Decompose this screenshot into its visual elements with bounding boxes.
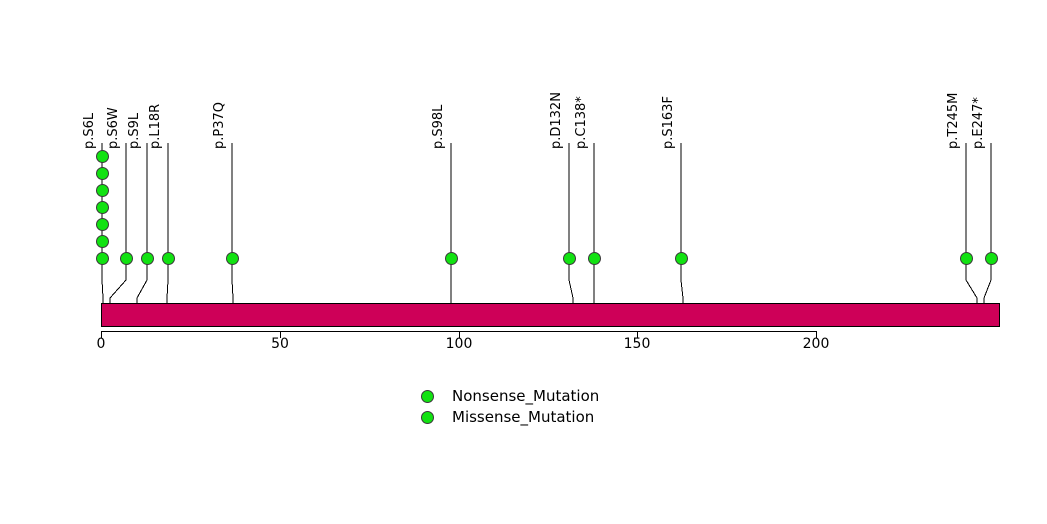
x-axis-tick xyxy=(101,331,102,338)
lollipop-stem-p-s9l xyxy=(136,143,148,327)
x-axis-tick-label: 150 xyxy=(623,336,651,352)
x-axis-tick-label: 100 xyxy=(445,336,473,352)
mutation-dot-p-s6l[interactable] xyxy=(96,167,109,180)
mutation-dot-p-s6l[interactable] xyxy=(96,235,109,248)
mutation-dot-p-d132n[interactable] xyxy=(563,252,576,265)
legend-label: Missense_Mutation xyxy=(452,408,595,426)
lollipop-stem-p-e247* xyxy=(983,143,992,327)
lollipop-stem-p-s163f xyxy=(680,143,684,327)
legend-dot-icon xyxy=(421,390,434,403)
mutation-dot-p-e247*[interactable] xyxy=(985,252,998,265)
lollipop-stem-p-l18r xyxy=(166,143,169,327)
legend-item-nonsense-mutation[interactable]: Nonsense_Mutation xyxy=(421,389,599,404)
mutation-label-p-s98l: p.S98L xyxy=(431,104,446,149)
x-axis-tick-label: 200 xyxy=(802,336,830,352)
mutation-dot-p-s6l[interactable] xyxy=(96,201,109,214)
mutation-label-p-s6l: p.S6L xyxy=(82,112,97,149)
mutation-dot-p-s6l[interactable] xyxy=(96,218,109,231)
lollipop-stem-p-s6w xyxy=(109,143,127,327)
mutation-dot-p-l18r[interactable] xyxy=(162,252,175,265)
legend-label: Nonsense_Mutation xyxy=(452,387,600,405)
legend-dot-icon xyxy=(421,411,434,424)
mutation-dot-p-s163f[interactable] xyxy=(675,252,688,265)
x-axis-tick xyxy=(459,331,460,338)
mutation-dot-p-s6l[interactable] xyxy=(96,184,109,197)
mutation-label-p-s9l: p.S9L xyxy=(127,112,142,149)
mutation-dot-p-s98l[interactable] xyxy=(445,252,458,265)
lollipop-stem-p-p37q xyxy=(231,143,234,327)
lollipop-stem-p-t245m xyxy=(965,143,978,327)
mutation-dot-p-s9l[interactable] xyxy=(141,252,154,265)
legend-item-missense-mutation[interactable]: Missense_Mutation xyxy=(421,410,594,425)
mutation-dot-p-s6w[interactable] xyxy=(120,252,133,265)
mutation-label-p-p37q: p.P37Q xyxy=(212,102,227,149)
mutation-label-p-s6w: p.S6W xyxy=(106,107,121,149)
protein-backbone-bar xyxy=(101,303,1000,327)
x-axis-tick-label: 0 xyxy=(96,336,106,352)
mutation-label-p-d132n: p.D132N xyxy=(549,92,564,149)
mutation-dot-p-s6l[interactable] xyxy=(96,252,109,265)
x-axis-tick xyxy=(816,331,817,338)
mutation-dot-p-t245m[interactable] xyxy=(960,252,973,265)
x-axis-tick xyxy=(280,331,281,338)
mutation-label-p-l18r: p.L18R xyxy=(148,103,163,149)
mutation-dot-p-c138*[interactable] xyxy=(588,252,601,265)
lollipop-stem-p-d132n xyxy=(568,143,574,327)
mutation-label-p-s163f: p.S163F xyxy=(661,96,676,149)
mutation-dot-p-p37q[interactable] xyxy=(226,252,239,265)
mutation-label-p-t245m: p.T245M xyxy=(946,92,961,149)
mutation-dot-p-s6l[interactable] xyxy=(96,150,109,163)
x-axis-line xyxy=(101,331,816,332)
x-axis-tick-label: 50 xyxy=(271,336,289,352)
x-axis-tick xyxy=(637,331,638,338)
mutation-label-p-c138*: p.C138* xyxy=(574,96,589,149)
mutation-label-p-e247*: p.E247* xyxy=(971,97,986,149)
